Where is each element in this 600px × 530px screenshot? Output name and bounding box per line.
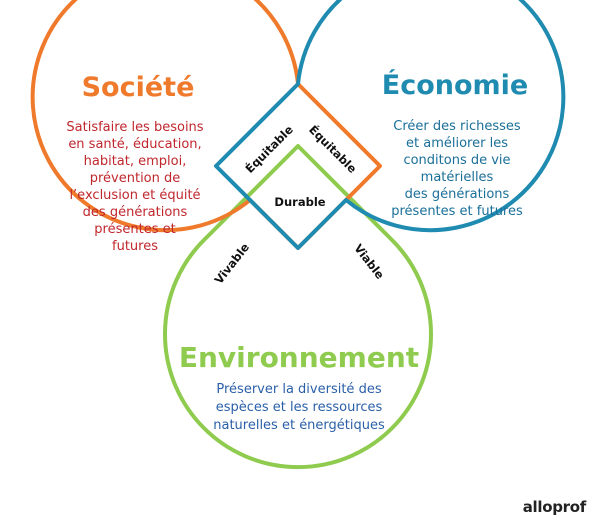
description-line: présentes et futures	[391, 204, 523, 219]
description-line: futures	[112, 239, 158, 254]
description-line: présentes et	[94, 222, 175, 237]
description-line: et améliorer les	[406, 136, 508, 151]
description-line: en santé, éducation,	[68, 137, 201, 152]
description-line: conditons de vie	[403, 153, 510, 168]
description-line: Créer des richesses	[393, 119, 521, 134]
overlap-durable: Durable	[274, 195, 325, 209]
description-line: des générations	[405, 187, 510, 202]
environnement-title: Environnement	[179, 341, 419, 374]
overlap-equitable-right: Équitable	[306, 122, 360, 176]
description-line: Satisfaire les besoins	[66, 120, 203, 135]
description-line: habitat, emploi,	[84, 154, 187, 169]
societe-shape	[30, 0, 382, 250]
societe-description: Satisfaire les besoins en santé, éducati…	[66, 120, 203, 254]
economie-title: Économie	[382, 69, 528, 101]
economie-shape	[214, 0, 566, 250]
alloprof-logo: alloprof	[522, 498, 587, 516]
overlap-viable: Viable	[351, 241, 387, 282]
description-line: prévention de	[90, 171, 181, 186]
description-line: Préserver la diversité des	[216, 382, 381, 397]
environnement-shape	[163, 144, 433, 470]
overlap-vivable: Vivable	[212, 240, 253, 286]
economie-description: Créer des richesses et améliorer les con…	[391, 119, 523, 219]
description-line: des générations	[83, 205, 188, 220]
societe-title: Société	[82, 72, 195, 103]
environnement-description: Préserver la diversité des espèces et le…	[213, 382, 385, 433]
description-line: matérielles	[421, 170, 494, 185]
description-line: espèces et les ressources	[216, 400, 383, 415]
description-line: naturelles et énergétiques	[213, 418, 385, 433]
description-line: l’exclusion et équité	[69, 188, 200, 203]
